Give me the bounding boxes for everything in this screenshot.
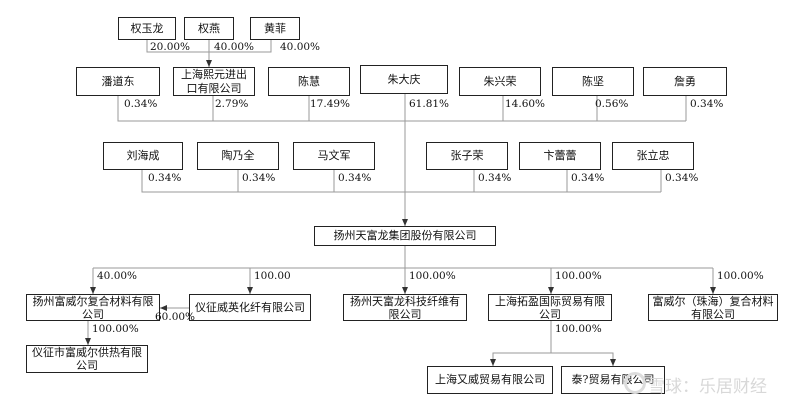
shareholding-pct: 17.49% [310, 98, 351, 110]
shareholding-pct: 0.34% [478, 172, 512, 184]
shareholder-box: 潘道东 [76, 67, 160, 96]
shareholder-box: 张立忠 [612, 142, 694, 170]
shareholder-box: 上海熙元进出口有限公司 [173, 67, 255, 96]
shareholding-pct: 100.00 [254, 270, 291, 282]
shareholder-box: 马文军 [293, 142, 375, 170]
shareholder-box: 朱兴荣 [459, 67, 541, 96]
shareholding-pct: 100.00% [409, 270, 456, 282]
subsidiary-box: 上海又威贸易有限公司 [427, 366, 553, 394]
shareholding-pct: 14.60% [505, 98, 546, 110]
shareholder-box: 陈慧 [268, 67, 350, 96]
shareholding-pct: 100.00% [555, 323, 602, 335]
shareholding-pct: 0.34% [690, 98, 724, 110]
watermark: 雪球：乐居财经 [648, 377, 767, 397]
subsidiary-box: 仪征威英化纤有限公司 [189, 294, 311, 321]
watermark-logo-icon [624, 372, 646, 394]
shareholding-pct: 0.34% [338, 172, 372, 184]
subsidiary-box: 泰?贸易有限公司 [561, 366, 665, 394]
shareholder-box: 权玉龙 [118, 17, 176, 40]
subsidiary-box: 扬州天富龙科技纤维有限公司 [343, 294, 467, 321]
subsidiary-box: 扬州富威尔复合材料有限公司 [26, 294, 160, 321]
shareholder-box: 卞蕾蕾 [519, 142, 601, 170]
shareholding-pct: 0.34% [242, 172, 276, 184]
shareholder-box: 陈坚 [552, 67, 634, 96]
center-company-box: 扬州天富龙集团股份有限公司 [314, 226, 496, 246]
subsidiary-box: 仪征市富威尔供热有限公司 [26, 345, 148, 373]
shareholder-box: 权燕 [184, 17, 234, 40]
shareholding-pct: 0.34% [124, 98, 158, 110]
shareholding-pct: 60.00% [155, 311, 196, 323]
shareholder-box: 朱大庆 [360, 65, 448, 94]
shareholding-pct: 20.00% [150, 41, 191, 53]
subsidiary-box: 富威尔（珠海）复合材料有限公司 [648, 294, 778, 321]
shareholding-pct: 40.00% [280, 41, 321, 53]
shareholding-pct: 0.34% [665, 172, 699, 184]
shareholder-box: 黄菲 [250, 17, 300, 40]
shareholding-pct: 61.81% [409, 98, 450, 110]
shareholding-pct: 40.00% [97, 270, 138, 282]
shareholding-pct: 100.00% [555, 270, 602, 282]
shareholding-pct: 0.56% [595, 98, 629, 110]
shareholder-box: 陶乃全 [197, 142, 279, 170]
shareholding-pct: 100.00% [92, 323, 139, 335]
shareholding-pct: 100.00% [717, 270, 764, 282]
shareholding-pct: 2.79% [215, 98, 249, 110]
shareholding-pct: 40.00% [214, 41, 255, 53]
shareholder-box: 詹勇 [643, 67, 727, 96]
subsidiary-box: 上海拓盈国际贸易有限公司 [488, 294, 612, 321]
shareholding-pct: 0.34% [571, 172, 605, 184]
shareholder-box: 张子荣 [426, 142, 508, 170]
shareholder-box: 刘海成 [103, 142, 183, 170]
shareholding-pct: 0.34% [148, 172, 182, 184]
